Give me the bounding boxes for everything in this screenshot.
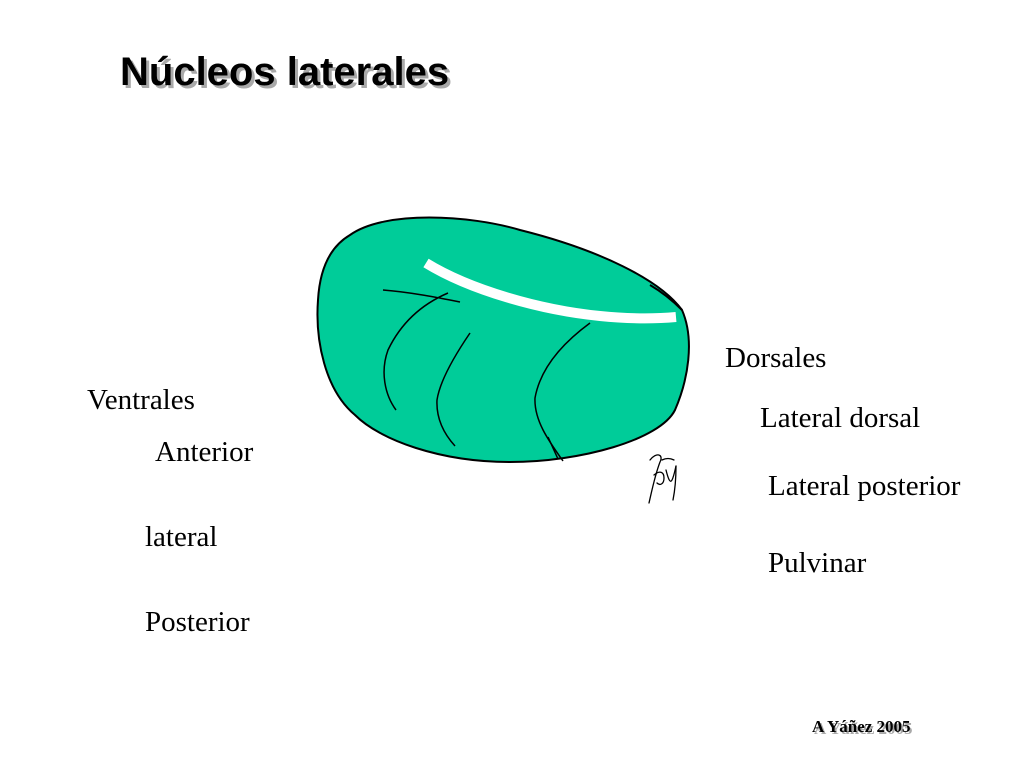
divider-line-anterior [383, 292, 449, 411]
outline-tail [649, 284, 683, 311]
thalamus-body [316, 216, 690, 464]
slide-title: Núcleos laterales [120, 50, 450, 94]
dorsal-item-lateral-posterior: Lateral posterior [768, 470, 961, 502]
dorsales-heading: Dorsales [725, 342, 827, 374]
divider-line-upper [382, 289, 461, 303]
divider-line-lateral [436, 332, 471, 447]
footer-credit: A Yáñez 2005 [812, 717, 911, 736]
dorsal-stripe [423, 258, 677, 324]
ventral-item-lateral: lateral [145, 521, 218, 553]
dorsal-item-pulvinar: Pulvinar [768, 547, 867, 579]
ventral-item-posterior: Posterior [145, 606, 250, 638]
signature-mark [648, 454, 677, 504]
dorsal-item-lateral-dorsal: Lateral dorsal [760, 402, 921, 434]
divider-line-base [547, 436, 559, 460]
ventrales-heading: Ventrales [87, 384, 195, 416]
ventral-item-anterior: Anterior [155, 436, 254, 468]
